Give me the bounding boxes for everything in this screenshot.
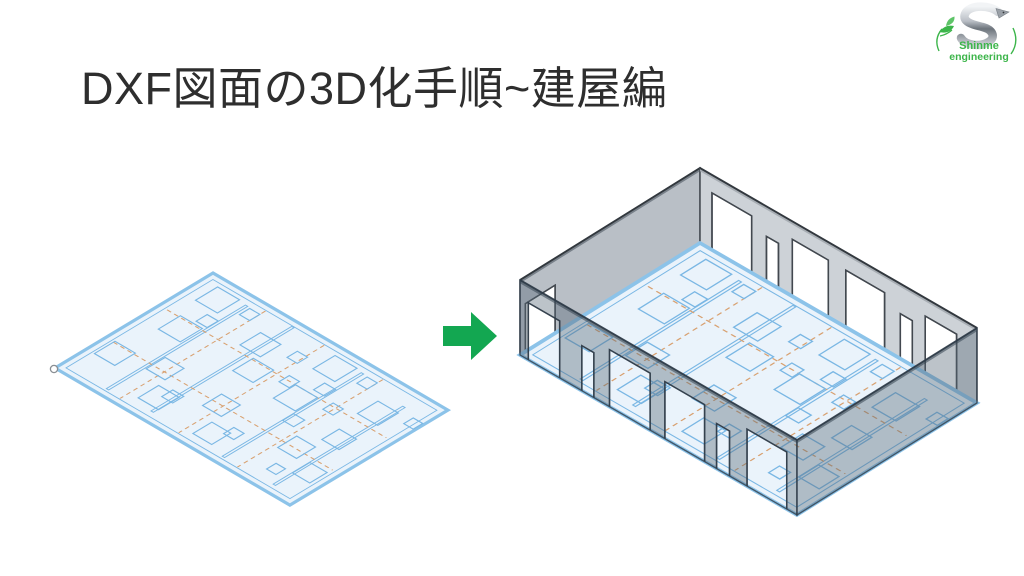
company-logo: Shinme engineering <box>936 2 1017 63</box>
logo-text-line2: engineering <box>949 51 1009 63</box>
logo-left-arc <box>936 28 943 52</box>
page-title: DXF図面の3D化手順~建屋編 <box>81 63 668 114</box>
wall-front-left <box>519 278 798 517</box>
plan-2d <box>51 271 452 507</box>
building-model-3d <box>516 166 981 518</box>
logo-s-icon <box>956 2 1010 50</box>
logo-text-line1: Shinme <box>959 40 999 52</box>
wall-front-right <box>796 326 978 517</box>
logo-right-arc <box>1010 27 1017 55</box>
arrow-right-icon <box>443 312 497 360</box>
logo-leaf-icon <box>939 16 955 37</box>
origin-marker-icon <box>49 364 59 374</box>
